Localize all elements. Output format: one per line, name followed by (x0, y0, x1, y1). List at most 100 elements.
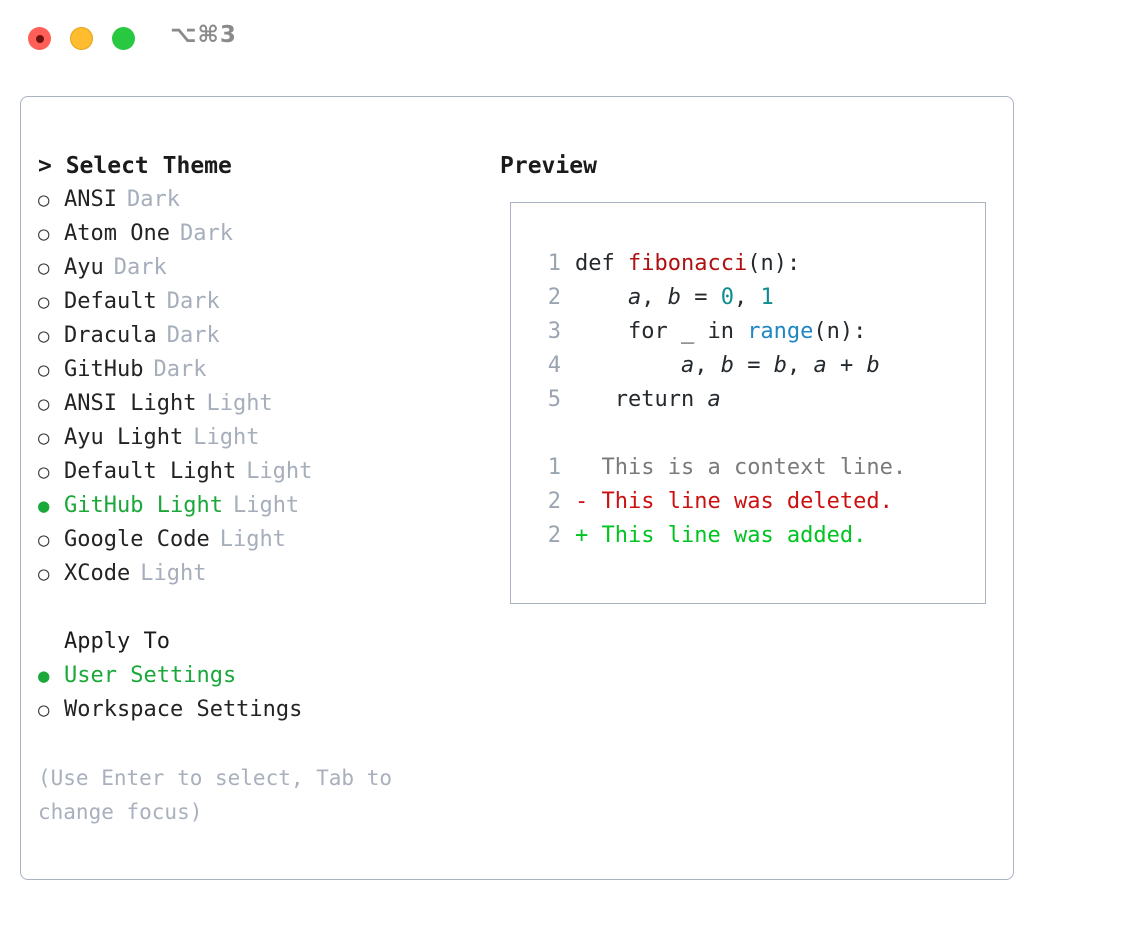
line-number: 4 (547, 353, 561, 378)
code-token: range (747, 319, 814, 344)
code-line-content: for _ in range(n): (575, 315, 866, 349)
theme-variant-badge: Dark (126, 187, 180, 212)
theme-option-label: Dracula (64, 323, 157, 348)
line-number: 3 (547, 319, 561, 344)
code-line-content: def fibonacci(n): (575, 247, 800, 281)
theme-option-label: Atom One (64, 221, 170, 246)
code-token: a (680, 353, 695, 378)
theme-option-default-light[interactable]: ○ Default Light Light (38, 455, 478, 489)
code-token: fibonacci (627, 251, 748, 276)
theme-option-label: ANSI (64, 187, 117, 212)
code-token: a (627, 285, 642, 310)
line-number: 2 (547, 523, 561, 548)
theme-option-label: ANSI Light (64, 391, 197, 416)
radio-unselected-icon: ○ (38, 393, 50, 415)
code-token: def (575, 251, 628, 276)
apply-to-heading: Apply To (64, 629, 170, 654)
apply-to-option-user-settings[interactable]: ● User Settings (38, 659, 478, 693)
window-controls (28, 27, 135, 50)
diff-sign (575, 451, 602, 485)
radio-unselected-icon: ○ (38, 359, 50, 381)
diff-line-ctx: 1 This is a context line. (531, 451, 971, 485)
theme-option-dracula[interactable]: ○ Dracula Dark (38, 319, 478, 353)
theme-variant-badge: Dark (166, 323, 220, 348)
code-line: 3 for _ in range(n): (531, 315, 971, 349)
apply-to-option-label: Workspace Settings (64, 697, 303, 722)
code-token: for _ in (575, 319, 748, 344)
theme-variant-badge: Dark (166, 289, 220, 314)
keyboard-shortcut-label: ⌥⌘3 (170, 22, 237, 48)
theme-variant-badge: Light (232, 493, 300, 518)
radio-unselected-icon: ○ (38, 699, 50, 721)
code-token (575, 285, 628, 310)
theme-variant-badge: Light (206, 391, 273, 416)
minimize-button-icon[interactable] (70, 27, 93, 50)
select-theme-heading: > Select Theme (38, 153, 232, 179)
theme-option-github[interactable]: ○ GitHub Dark (38, 353, 478, 387)
theme-option-atom-one[interactable]: ○ Atom One Dark (38, 217, 478, 251)
code-token: = (733, 353, 774, 378)
diff-text: This line was added. (601, 523, 867, 548)
apply-to-list: ● User Settings ○ Workspace Settings (38, 659, 478, 727)
theme-variant-badge: Light (246, 459, 313, 484)
code-token: b (866, 353, 880, 378)
radio-unselected-icon: ○ (38, 291, 50, 313)
code-token (575, 353, 681, 378)
preview-heading: Preview (500, 153, 597, 179)
apply-to-option-workspace-settings[interactable]: ○ Workspace Settings (38, 693, 478, 727)
theme-variant-badge: Light (140, 561, 207, 586)
theme-option-label: Ayu Light (64, 425, 184, 450)
code-line: 2 a, b = 0, 1 (531, 281, 971, 315)
theme-option-label: Google Code (64, 527, 210, 552)
radio-selected-icon: ● (38, 495, 50, 517)
diff-sign: - (575, 489, 602, 514)
radio-unselected-icon: ○ (38, 257, 50, 279)
title-bar: ⌥⌘3 (0, 0, 1140, 78)
code-line: 4 a, b = b, a + b (531, 349, 971, 383)
code-token: (n): (813, 319, 867, 344)
code-line: 5 return a (531, 383, 971, 417)
line-number: 1 (547, 455, 561, 480)
radio-unselected-icon: ○ (38, 325, 50, 347)
line-number: 1 (547, 251, 561, 276)
apply-to-option-label: User Settings (64, 663, 237, 688)
code-line-content: a, b = b, a + b (575, 349, 880, 383)
line-number: 2 (547, 285, 561, 310)
radio-unselected-icon: ○ (38, 223, 50, 245)
theme-option-label: Default Light (64, 459, 237, 484)
code-line-content: a, b = 0, 1 (575, 281, 774, 315)
radio-unselected-icon: ○ (38, 189, 50, 211)
line-number: 5 (547, 387, 561, 412)
theme-variant-badge: Dark (179, 221, 233, 246)
radio-unselected-icon: ○ (38, 461, 50, 483)
code-token: a (707, 387, 721, 412)
close-button-icon[interactable] (28, 27, 51, 50)
theme-option-label: GitHub (64, 357, 144, 382)
code-token: + (826, 353, 867, 378)
theme-option-ansi[interactable]: ○ ANSI Dark (38, 183, 478, 217)
theme-option-default[interactable]: ○ Default Dark (38, 285, 478, 319)
theme-option-ansi-light[interactable]: ○ ANSI Light Light (38, 387, 478, 421)
diff-text: This is a context line. (601, 455, 907, 480)
theme-variant-badge: Dark (153, 357, 207, 382)
code-token: , (641, 285, 668, 310)
radio-selected-icon: ● (38, 665, 50, 687)
maximize-button-icon[interactable] (112, 27, 135, 50)
theme-variant-badge: Light (219, 527, 286, 552)
code-token: b (773, 353, 787, 378)
theme-option-label: Default (64, 289, 157, 314)
line-number: 2 (547, 489, 561, 514)
code-token: b (667, 285, 681, 310)
theme-option-label: XCode (64, 561, 131, 586)
